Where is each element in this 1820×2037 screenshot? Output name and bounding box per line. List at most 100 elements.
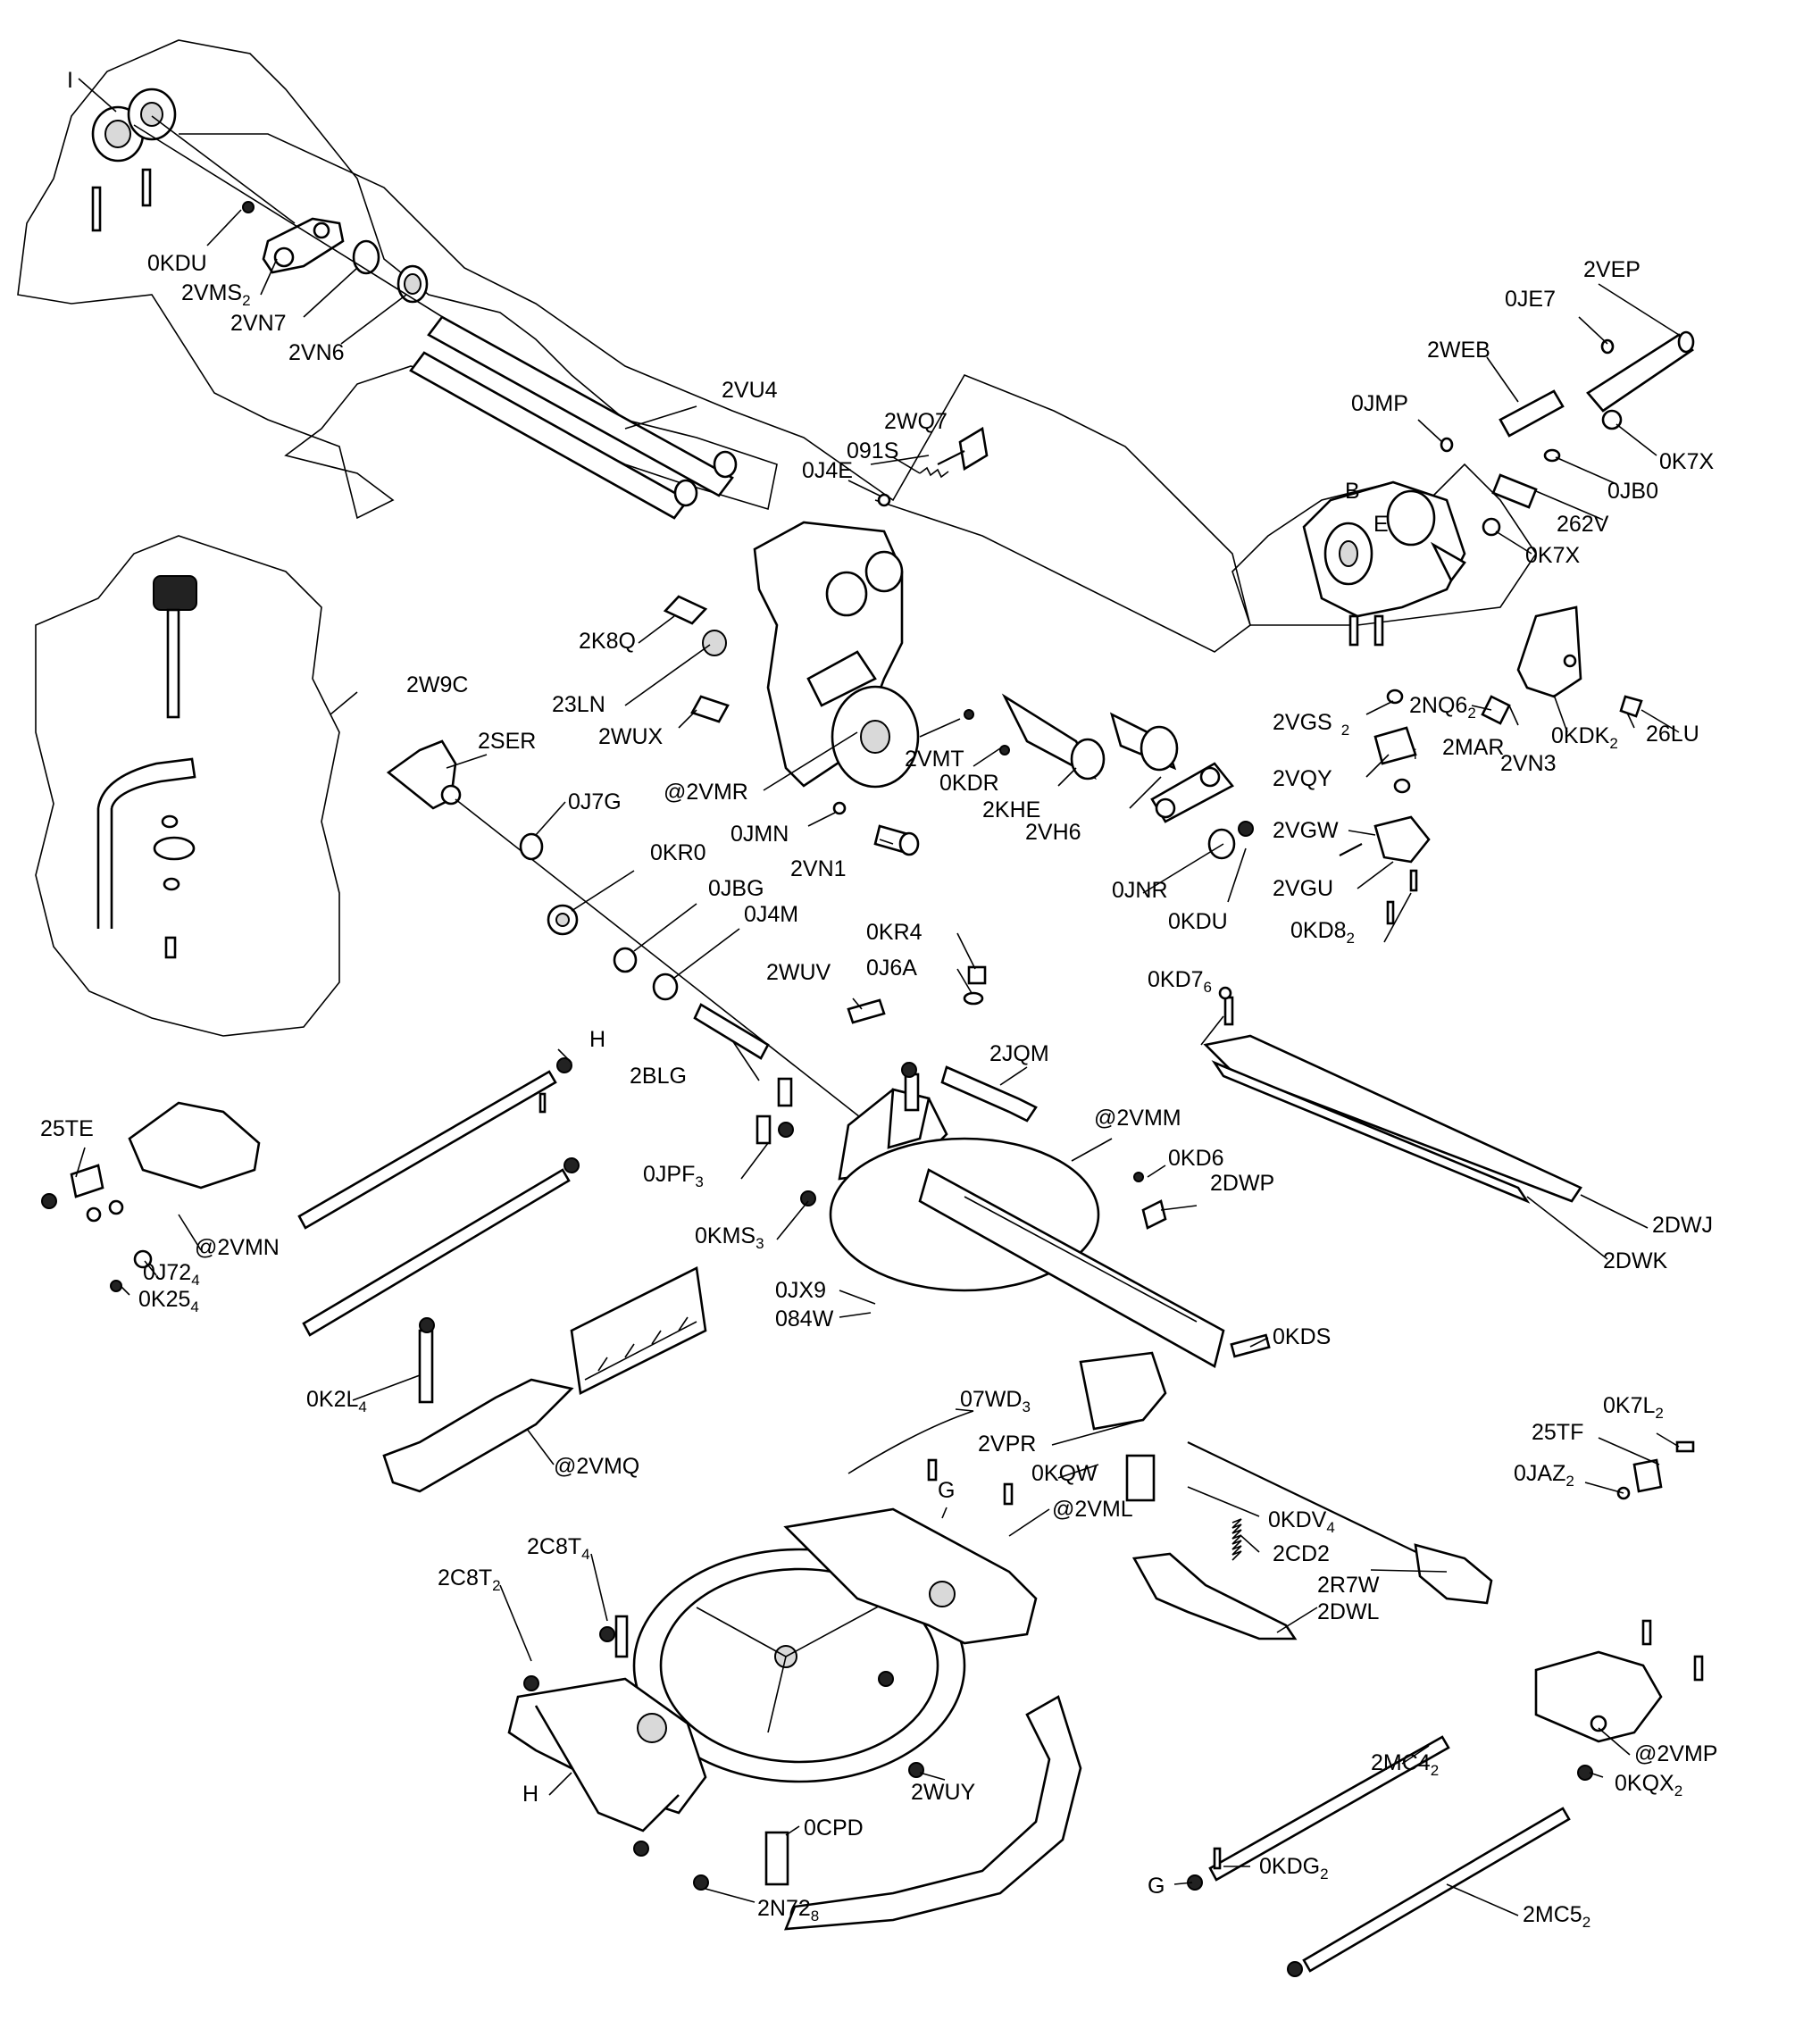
callout-2r7w: 2R7W xyxy=(1317,1573,1380,1598)
bushing xyxy=(702,630,727,656)
right-bracket-region-outline xyxy=(1231,463,1537,626)
callout-h-top: H xyxy=(589,1027,606,1052)
bolts-center xyxy=(756,965,1038,1206)
callout-25te: 25TE xyxy=(40,1116,94,1141)
callout-2jqm: 2JQM xyxy=(989,1041,1049,1066)
callout-0kqw: 0KQW xyxy=(1031,1461,1098,1486)
handle-end-cap xyxy=(91,88,177,232)
callout-0cpd: 0CPD xyxy=(804,1816,864,1841)
guard-bracket-26lu xyxy=(1481,605,1643,725)
callout-0jmp: 0JMP xyxy=(1351,391,1408,416)
turntable xyxy=(829,1137,1225,1368)
callout-2vmt: 2VMT xyxy=(905,747,964,772)
callout-0jpf: 0JPF3 xyxy=(643,1162,704,1190)
callout-0k7x-b: 0K7X xyxy=(1525,543,1581,568)
callout-2vmr: @2VMR xyxy=(664,780,748,805)
right-guide-rails xyxy=(1187,1735,1571,1977)
callout-0k7x-a: 0K7X xyxy=(1659,449,1715,474)
slide-rails xyxy=(409,315,738,520)
callout-2vgw: 2VGW xyxy=(1273,818,1339,843)
callout-2vmp: @2VMP xyxy=(1634,1741,1718,1766)
carriage-region-outline xyxy=(17,39,778,520)
inset-depth-stop xyxy=(96,575,197,959)
callout-2c8t-2: 2C8T2 xyxy=(438,1565,501,1594)
callout-0kqx: 0KQX2 xyxy=(1615,1771,1683,1799)
callout-0kdk: 0KDK2 xyxy=(1551,723,1618,752)
washer-0j4m xyxy=(652,973,679,1001)
callout-2nq6: 2NQ62 xyxy=(1409,693,1476,722)
callout-2vgu: 2VGU xyxy=(1273,876,1334,901)
callout-26lu: 26LU xyxy=(1646,722,1699,747)
callout-0jnr: 0JNR xyxy=(1112,878,1168,903)
callout-2c8t-4: 2C8T4 xyxy=(527,1534,590,1563)
callout-0k25: 0K254 xyxy=(138,1287,199,1315)
callout-262v: 262V xyxy=(1557,512,1609,537)
callout-2khe: 2KHE xyxy=(982,797,1041,822)
callout-2vh6: 2VH6 xyxy=(1025,820,1081,845)
callout-2vms: 2VMS2 xyxy=(181,280,251,309)
clip-2dwp xyxy=(1133,1172,1167,1230)
callout-0kds: 0KDS xyxy=(1273,1324,1332,1349)
left-guide-rails xyxy=(297,1057,580,1337)
callout-2vep: 2VEP xyxy=(1583,257,1641,282)
right-end-bracket xyxy=(1534,1619,1704,1781)
callout-2vml: @2VML xyxy=(1052,1497,1133,1522)
callout-2wuy: 2WUY xyxy=(911,1780,976,1805)
plate-and-washers xyxy=(242,201,429,304)
callout-0je7: 0JE7 xyxy=(1505,287,1556,312)
callout-2w9c: 2W9C xyxy=(406,672,469,697)
pivot-bushings xyxy=(1001,693,1254,860)
callout-2mc5: 2MC52 xyxy=(1523,1902,1591,1931)
callout-2blg: 2BLG xyxy=(630,1064,687,1089)
callout-2dwk: 2DWK xyxy=(1603,1248,1668,1273)
pointer-clamp xyxy=(1079,1333,1271,1502)
callout-0kr4: 0KR4 xyxy=(866,920,923,945)
callout-25tf: 25TF xyxy=(1532,1420,1584,1445)
callout-b: B xyxy=(1345,479,1360,504)
leader-lines xyxy=(75,78,1680,1916)
callout-0kdg: 0KDG2 xyxy=(1259,1854,1329,1883)
callout-0jx9: 0JX9 xyxy=(775,1278,826,1303)
pivot-pin xyxy=(832,709,1010,856)
blade-label-tag xyxy=(690,695,730,723)
callout-2vn7: 2VN7 xyxy=(230,311,287,336)
callout-084w: 084W xyxy=(775,1307,834,1332)
callout-2vn3: 2VN3 xyxy=(1500,751,1557,776)
callout-2mar: 2MAR xyxy=(1442,735,1505,760)
callout-2cd2: 2CD2 xyxy=(1273,1541,1330,1566)
callout-2wux: 2WUX xyxy=(598,724,664,749)
callout-0jb0: 0JB0 xyxy=(1607,479,1658,504)
washer-0j7g xyxy=(519,832,544,861)
miter-scale xyxy=(784,1695,1082,1931)
callout-2vpr: 2VPR xyxy=(978,1432,1037,1457)
callout-23ln: 23LN xyxy=(552,692,605,717)
callout-0jaz: 0JAZ2 xyxy=(1514,1461,1574,1490)
spring xyxy=(1231,1518,1242,1561)
callout-2web: 2WEB xyxy=(1427,338,1490,363)
washer-0jbg xyxy=(613,947,638,973)
callout-h-bot: H xyxy=(522,1782,539,1807)
callout-0kd6: 0KD6 xyxy=(1168,1146,1224,1171)
callout-0j72: 0J724 xyxy=(143,1260,200,1289)
callout-0j6a: 0J6A xyxy=(866,956,917,981)
callout-0kdu-mid: 0KDU xyxy=(1168,909,1228,934)
left-fence xyxy=(382,1266,707,1493)
callout-0kms: 0KMS3 xyxy=(695,1223,764,1252)
callout-2ser: 2SER xyxy=(478,729,537,754)
callout-e: E xyxy=(1373,512,1389,537)
callout-2vu4: 2VU4 xyxy=(722,378,778,403)
callout-0k2l: 0K2L4 xyxy=(306,1387,367,1415)
callout-0kd8: 0KD82 xyxy=(1290,918,1356,947)
bevel-pin xyxy=(693,1003,770,1060)
callout-2wuv: 2WUV xyxy=(766,960,831,985)
callout-091s: 091S xyxy=(847,438,899,463)
callout-0jmn: 0JMN xyxy=(731,822,789,847)
callout-0kd7: 0KD76 xyxy=(1148,967,1213,996)
callout-2n72: 2N728 xyxy=(757,1896,820,1924)
miter-lock-handle xyxy=(1187,1441,1493,1605)
head-region-outline xyxy=(179,133,1251,653)
lock-handle xyxy=(386,739,462,810)
pivot-shaft-2vep xyxy=(1440,330,1695,537)
